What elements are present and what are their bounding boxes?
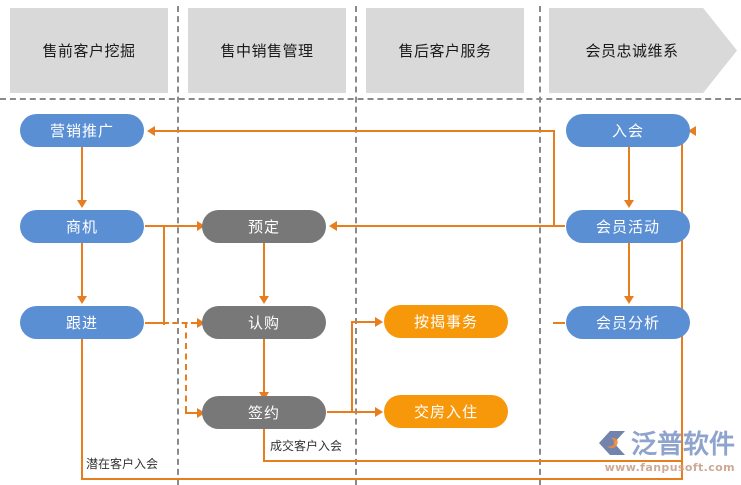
edge-activity-to-analysis [628, 242, 630, 298]
arrowhead-right [375, 317, 383, 327]
node-label: 营销推广 [49, 122, 114, 140]
node-member-analysis[interactable]: 会员分析 [566, 306, 690, 339]
lane-divider-1 [177, 6, 179, 485]
node-opportunity[interactable]: 商机 [20, 210, 144, 243]
lane-divider-2 [355, 6, 357, 485]
edge-riser-to-booking [163, 225, 201, 227]
logo-url: www.fanpusoft.com [604, 461, 735, 474]
edge-closed-customer-return [263, 460, 683, 462]
node-label: 交房入住 [413, 403, 478, 421]
node-booking[interactable]: 预定 [202, 210, 326, 243]
edge-opportunity-riser [163, 225, 165, 325]
edge-opportunity-right-stub [145, 225, 165, 227]
edge-followup-to-subscribe-dashed [163, 322, 197, 324]
node-marketing-promotion[interactable]: 营销推广 [20, 114, 144, 147]
node-label: 会员分析 [595, 314, 660, 332]
stage-arrow-shape [549, 8, 737, 93]
node-label: 会员活动 [595, 218, 660, 236]
stage-label: 会员忠诚维系 [585, 42, 679, 60]
edge-contract-down-to-return [263, 428, 265, 462]
edge-booking-to-subscribe [263, 242, 265, 298]
arrowhead-left [688, 126, 696, 136]
node-label: 预定 [247, 218, 280, 236]
edge-potential-customer-return [81, 478, 683, 480]
stage-header-aftersale: 售后客户服务 [366, 8, 524, 93]
stage-label: 售后客户服务 [398, 42, 492, 60]
arrowhead-down [77, 296, 87, 304]
node-mortgage-affairs[interactable]: 按揭事务 [384, 305, 508, 338]
arrowhead-down [259, 296, 269, 304]
edge-contract-riser [351, 321, 353, 413]
node-label: 商机 [65, 218, 98, 236]
arrowhead-left [329, 221, 337, 231]
arrowhead-left [147, 126, 155, 136]
node-contract[interactable]: 签约 [202, 396, 326, 429]
edge-contract-right-stub [327, 411, 353, 413]
arrowhead-right [197, 318, 205, 328]
node-member-activity[interactable]: 会员活动 [566, 210, 690, 243]
stage-label: 售前客户挖掘 [42, 42, 136, 60]
fanpu-logo-icon [597, 429, 627, 460]
edge-activity-left-stub [553, 225, 565, 227]
node-handover-occupancy[interactable]: 交房入住 [384, 395, 508, 428]
edge-activity-to-booking [337, 225, 555, 227]
edge-to-handover [351, 411, 379, 413]
edge-followup-down-to-return [81, 338, 83, 480]
node-label: 认购 [247, 314, 280, 332]
node-label: 入会 [611, 122, 644, 140]
arrowhead-right [197, 408, 205, 418]
stage-header-sales: 售中销售管理 [188, 8, 346, 93]
node-subscription[interactable]: 认购 [202, 306, 326, 339]
node-label: 按揭事务 [413, 313, 478, 331]
arrowhead-down [624, 296, 634, 304]
arrowhead-right [197, 221, 205, 231]
edge-followup-right-stub [145, 322, 165, 324]
watermark-logo: 泛普软件 www.fanpusoft.com [597, 429, 735, 473]
edge-analysis-to-promo [155, 130, 555, 132]
edge-join-to-activity [628, 146, 630, 202]
header-band-rule [0, 98, 741, 100]
node-followup[interactable]: 跟进 [20, 306, 144, 339]
edge-subscribe-to-contract [263, 338, 265, 394]
logo-row: 泛普软件 [597, 429, 735, 460]
node-join-membership[interactable]: 入会 [566, 114, 690, 147]
node-label: 签约 [247, 404, 280, 422]
edge-returns-riser [681, 130, 683, 480]
edge-label-closed-customer: 成交客户入会 [268, 437, 345, 454]
edge-promo-to-opportunity [81, 146, 83, 202]
edge-activity-riser [553, 130, 555, 227]
edge-to-mortgage [351, 321, 379, 323]
stage-header-presale: 售前客户挖掘 [10, 8, 168, 93]
edge-label-potential-customer: 潜在客户入会 [84, 455, 161, 472]
arrowhead-down [77, 200, 87, 208]
stage-header-member: 会员忠诚维系 [549, 8, 737, 93]
edge-analysis-left-stub [553, 322, 565, 324]
edge-followup-dashed-drop [185, 322, 187, 412]
edge-followup-to-contract-dashed [185, 412, 197, 414]
arrowhead-right [375, 407, 383, 417]
lane-divider-3 [539, 6, 541, 485]
node-label: 跟进 [65, 314, 98, 332]
logo-name: 泛普软件 [630, 429, 735, 460]
edge-opportunity-to-followup [81, 242, 83, 298]
arrowhead-down [624, 200, 634, 208]
stage-label: 售中销售管理 [220, 42, 314, 60]
